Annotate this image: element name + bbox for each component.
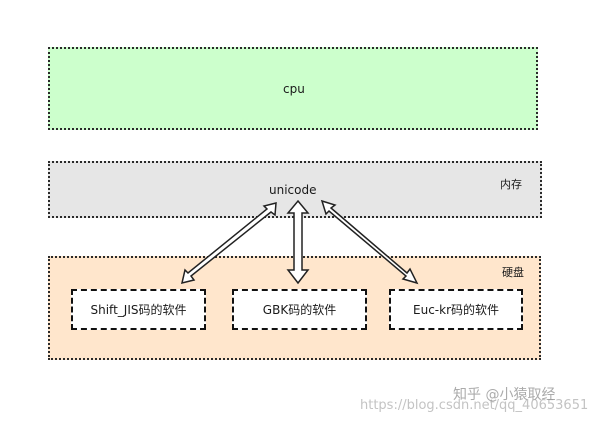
cpu-label: cpu xyxy=(283,82,305,96)
unicode-label: unicode xyxy=(269,183,317,197)
cpu-box xyxy=(48,47,538,130)
watermark: https://blog.csdn.net/qq_40653651 知乎 @小猿… xyxy=(360,384,600,420)
euc-kr-software-label: Euc-kr码的软件 xyxy=(413,303,499,317)
watermark-url: https://blog.csdn.net/qq_40653651 xyxy=(360,398,589,413)
euc-kr-software-box: Euc-kr码的软件 xyxy=(389,289,523,330)
watermark-brand: 知乎 @小猿取经 xyxy=(453,387,556,403)
shift-jis-software-box: Shift_JIS码的软件 xyxy=(71,289,206,330)
gbk-software-label: GBK码的软件 xyxy=(262,303,337,317)
memory-label: 内存 xyxy=(500,178,522,191)
disk-label: 硬盘 xyxy=(502,266,524,279)
gbk-software-box: GBK码的软件 xyxy=(232,289,367,330)
shift-jis-software-label: Shift_JIS码的软件 xyxy=(90,303,187,317)
